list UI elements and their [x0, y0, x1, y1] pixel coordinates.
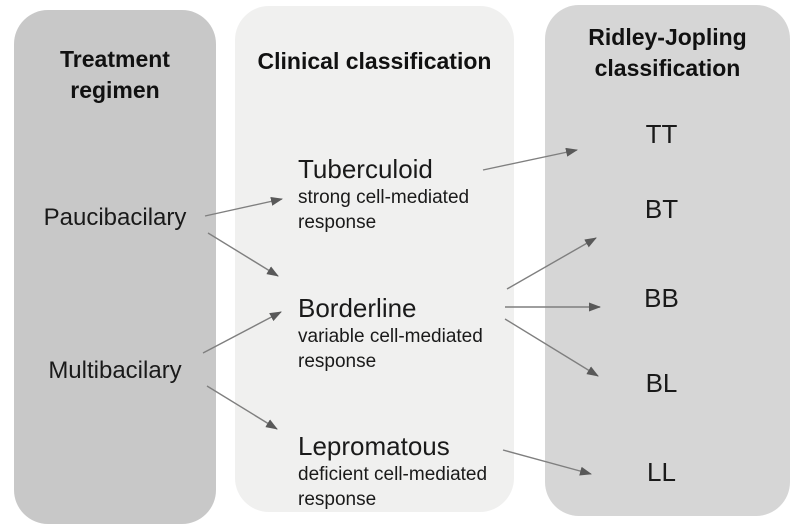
clinical-item-tuberculoid-name: Tuberculoid	[298, 154, 433, 184]
treatment-regimen-column	[14, 10, 216, 524]
ridley-item-bb: BB	[644, 283, 679, 313]
clinical-classification-title: Clinical classification	[257, 48, 492, 74]
clinical-classification-column	[235, 6, 514, 512]
treatment-regimen-title: Treatment regimen	[14, 44, 216, 106]
clinical-item-borderline-name: Borderline	[298, 293, 417, 323]
ridley-item-bl: BL	[645, 368, 678, 398]
clinical-item-borderline: Borderline variable cell-mediated respon…	[298, 293, 510, 374]
clinical-item-lepromatous-description: deficient cell-mediated response	[298, 464, 488, 510]
clinical-item-borderline-description: variable cell-mediated response	[298, 326, 483, 372]
clinical-item-lepromatous: Lepromatous deficient cell-mediated resp…	[298, 431, 510, 512]
ridley-title-line2: classification	[594, 55, 741, 81]
ridley-title-line1: Ridley-Jopling	[588, 24, 747, 50]
clinical-item-lepromatous-name: Lepromatous	[298, 431, 450, 461]
ridley-item-bt: BT	[644, 194, 679, 224]
treatment-item-paucibacilary: Paucibacilary	[43, 204, 187, 231]
treatment-title-line2: regimen	[70, 77, 160, 103]
clinical-item-tuberculoid: Tuberculoid strong cell-mediated respons…	[298, 154, 510, 235]
treatment-item-multibacilary: Multibacilary	[48, 357, 182, 384]
clinical-item-tuberculoid-description: strong cell-mediated response	[298, 187, 470, 233]
treatment-title-line1: Treatment	[60, 46, 170, 72]
ridley-item-tt: TT	[645, 119, 678, 149]
ridley-jopling-title: Ridley-Jopling classification	[545, 22, 790, 84]
ridley-item-ll: LL	[647, 457, 676, 487]
